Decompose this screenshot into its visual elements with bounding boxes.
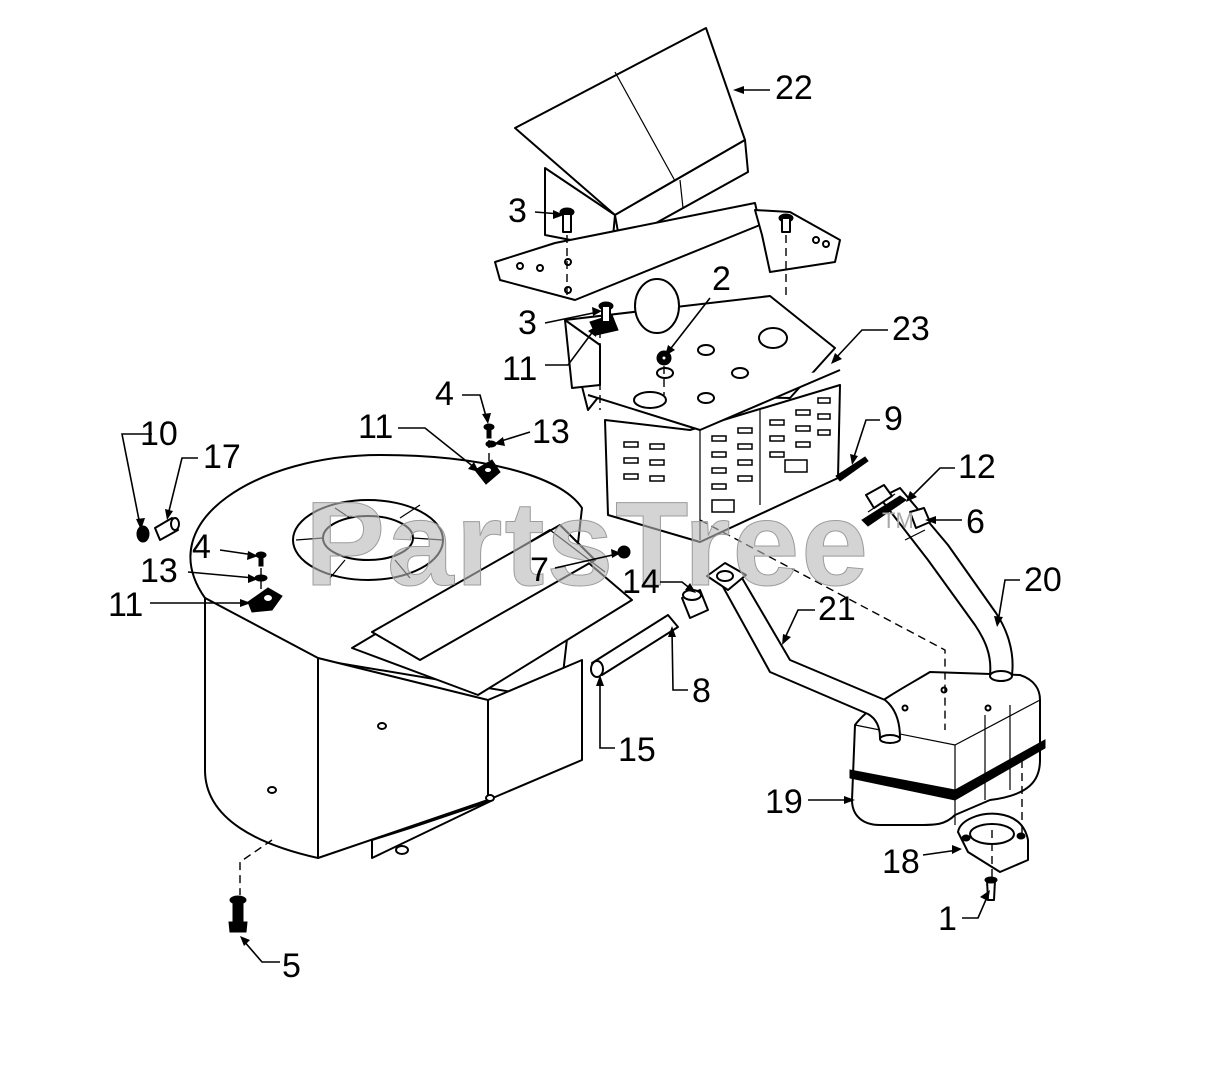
callout-4-lower: 4 <box>192 528 211 566</box>
callout-18: 18 <box>882 843 920 881</box>
callout-3-lower: 3 <box>518 304 537 342</box>
part-19-muffler <box>849 671 1046 826</box>
callout-13-upper: 13 <box>532 413 570 451</box>
callout-2: 2 <box>712 260 731 298</box>
callout-22: 22 <box>775 69 813 107</box>
callout-11-upper: 11 <box>358 408 393 446</box>
callout-12: 12 <box>958 448 996 486</box>
watermark-text: PartsTree <box>305 477 870 611</box>
callout-14: 14 <box>622 563 660 601</box>
callout-8: 8 <box>692 672 711 710</box>
callout-leaders <box>121 86 1020 963</box>
part-9-gasket <box>835 456 869 482</box>
callout-10: 10 <box>140 415 178 453</box>
part-4-screw-lower <box>255 551 267 567</box>
part-8-tube <box>590 614 679 678</box>
part-5-bolt <box>228 895 248 933</box>
mounting-bracket <box>494 202 841 301</box>
callout-17: 17 <box>203 438 241 476</box>
part-4-screw-upper <box>483 423 495 439</box>
callout-5: 5 <box>282 947 301 985</box>
callout-21: 21 <box>818 590 856 628</box>
partstree-watermark: PartsTree TM <box>305 477 914 612</box>
part-18-muffler-bracket <box>957 812 1029 873</box>
alignment-lines <box>239 235 1023 895</box>
callout-11-bracket: 11 <box>502 350 537 388</box>
part-3-screw-upper <box>559 207 575 233</box>
callout-3-upper: 3 <box>508 192 527 230</box>
engine-blower-housing <box>189 454 633 859</box>
part-20-exhaust-tube <box>879 487 1014 682</box>
callout-4-upper: 4 <box>435 375 454 413</box>
part-21-exhaust-tube <box>706 562 901 744</box>
callout-11-lower: 11 <box>108 586 143 624</box>
part-3-screw-lower <box>598 301 614 323</box>
callout-15: 15 <box>618 731 656 769</box>
part-10-fitting <box>136 525 150 543</box>
part-17-spacer <box>154 517 180 541</box>
callout-20: 20 <box>1024 561 1062 599</box>
callout-23: 23 <box>892 310 930 348</box>
callout-9: 9 <box>884 400 903 438</box>
callout-19: 19 <box>765 783 803 821</box>
callout-1: 1 <box>938 900 957 938</box>
part-6-flange-tube <box>865 484 931 529</box>
part-3-screw-right <box>778 213 794 233</box>
part-11-clip-upper <box>474 459 501 485</box>
callout-13-lower: 13 <box>140 552 178 590</box>
heat-shield-louvers <box>623 397 831 513</box>
callout-7: 7 <box>530 551 549 589</box>
callout-numbers: 22 3 2 3 11 23 4 13 11 10 17 4 13 11 7 9… <box>108 69 1062 985</box>
part-11-clip-lower <box>247 587 283 613</box>
callout-6: 6 <box>966 503 985 541</box>
watermark-trademark: TM <box>882 508 914 533</box>
